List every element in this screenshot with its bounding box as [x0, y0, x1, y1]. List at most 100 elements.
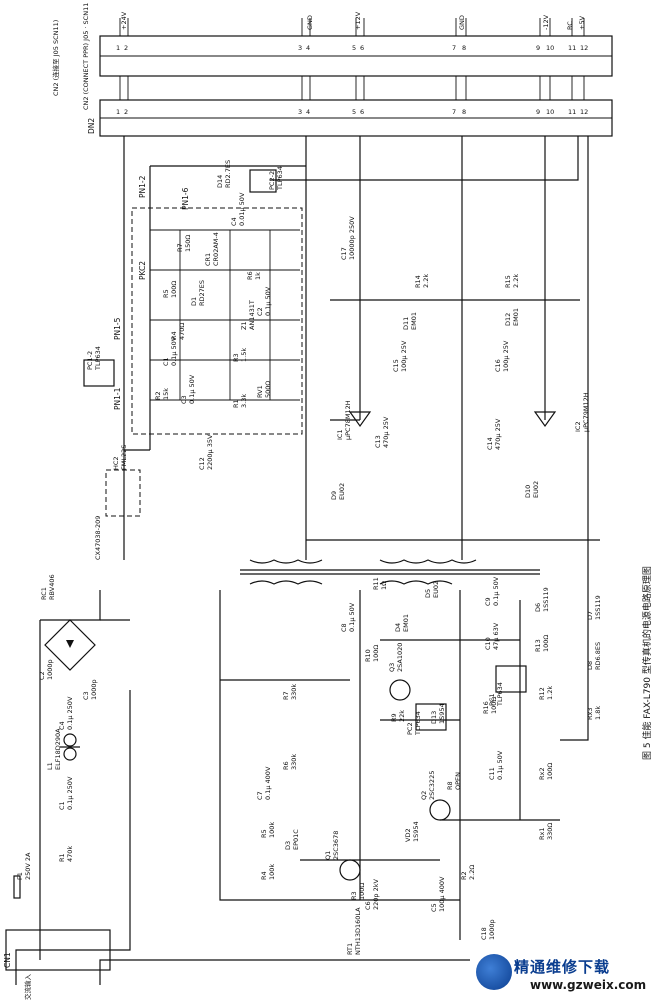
component-ref-r2b: R2 [154, 391, 162, 400]
component-value-c18: 1000p [488, 919, 496, 940]
component-ref-r15: R15 [504, 275, 512, 288]
component-ref-r5: R5 [260, 829, 268, 838]
component-ref-c3: C3 [82, 691, 90, 700]
dn2-pin-2: 2 [124, 108, 128, 116]
component-value-pc1-2: TLP634 [94, 346, 102, 371]
connector-dn2: DN2 [87, 99, 613, 137]
component-value-pc2-2: TLP634 [276, 166, 284, 191]
component-ref-l1: L1 [46, 762, 54, 770]
component-ref-c14: C14 [486, 437, 494, 450]
component-ref-d7: D7 [586, 611, 594, 620]
component-value-c1b: 0.1μ 50V [170, 336, 178, 366]
component-ref-rx3: Rx3 [586, 708, 594, 721]
component-ref-hc2: HC2 [112, 456, 120, 470]
component-value-r2b: 15k [162, 388, 170, 400]
component-value-r10: 100Ω [372, 645, 380, 662]
component-value-r1b: 3.3k [240, 394, 248, 408]
component-ref-r4b: R4 [170, 331, 178, 340]
component-value-d13: 1S954 [438, 703, 446, 724]
component-value-r12: 1.2k [546, 686, 554, 700]
component-ref-c5: C5 [430, 903, 438, 912]
cn2-pin-11: 11 [568, 44, 576, 52]
component-value-rt1: NTH13D160LA [354, 907, 362, 955]
component-ref-d12: D12 [504, 313, 512, 326]
dn2-label: DN2 [87, 118, 96, 134]
component-ref-c8: C8 [340, 623, 348, 632]
component-ref-z1: Z1 [240, 321, 248, 330]
optocoupler-pc1 [495, 665, 527, 693]
component-ref-r2: R2 [460, 871, 468, 880]
component-value-r1: 470k [66, 846, 74, 862]
rail-gnd-2: GND [458, 15, 466, 30]
component-ref-r3b: R3 [232, 353, 240, 362]
component-ref-d10: D10 [524, 485, 532, 498]
pkc2-block: PKC2 PN1-2 PN1-6 PN1-5 PN1-1 [113, 175, 303, 435]
component-value-c13: 470μ 25V [382, 416, 390, 448]
component-value-c10: 47μ 63V [492, 622, 500, 650]
dn2-pin-5: 5 [352, 108, 356, 116]
component-ref-d14: D14 [216, 175, 224, 188]
dn2-pin-3: 3 [298, 108, 302, 116]
connector-wires [119, 18, 585, 100]
component-value-c17: 10000p 250V [348, 216, 356, 260]
component-ref-q2: Q2 [420, 791, 428, 800]
rail-5v: +5V [578, 15, 586, 30]
component-ref-r6b: R6 [246, 271, 254, 280]
component-ref-c3b: C3 [180, 395, 188, 404]
component-ref-r12: R12 [538, 687, 546, 700]
component-ref-d1: D1 [190, 297, 198, 306]
component-ref-c10: C10 [484, 637, 492, 650]
component-value-d14: RD2.7ES [224, 160, 232, 188]
component-value-c11: 0.1μ 50V [496, 750, 504, 780]
component-ref-c2: C2 [38, 671, 46, 680]
regulator-ic2 [533, 411, 557, 428]
component-ref-r3: R3 [350, 891, 358, 900]
component-value-d1: RD27ES [198, 280, 206, 306]
cn2-pin-numbers: 1 2 3 4 5 6 7 8 9 10 11 12 [116, 44, 588, 52]
dn2-pin-9: 9 [536, 108, 540, 116]
component-ref-rx2: Rx2 [538, 768, 546, 781]
component-ref-c18: C18 [480, 927, 488, 940]
component-value-d10: EU02 [532, 481, 540, 498]
rail-12v: +12V [354, 11, 362, 30]
choke-l1 [60, 733, 80, 761]
component-ref-pc2: PC2 [406, 722, 414, 735]
cn2-pin-7: 7 [452, 44, 456, 52]
component-value-d11: EM01 [410, 312, 418, 330]
cn2-pin-2: 2 [124, 44, 128, 52]
dn2-pin-numbers: 1 2 3 4 5 6 7 8 9 10 11 12 [116, 108, 588, 116]
component-value-rx1: 330Ω [546, 823, 554, 840]
component-value-r7: 330k [290, 684, 298, 700]
component-ref-pc1-2: PC1-2 [86, 351, 94, 370]
cn2-pin-4: 4 [306, 44, 310, 52]
component-value-d4: EM01 [402, 614, 410, 632]
component-ref-f1: F1 [16, 872, 24, 880]
dn2-pin-12: 12 [580, 108, 588, 116]
component-value-q1: 2SC3678 [332, 831, 340, 860]
connector-cn1: CN1 交流输入 [3, 929, 111, 1000]
component-value-q3: 2SA1020 [396, 643, 404, 672]
component-value-c16: 100μ 25V [502, 340, 510, 372]
component-ref-c12: C12 [198, 457, 206, 470]
component-value-c7: 0.1μ 400V [264, 766, 272, 800]
bridge-rectifier-rc1 [44, 619, 96, 671]
component-value-c12: 2200μ 35V [206, 434, 214, 470]
component-ref-rv1: RV1 [256, 385, 264, 398]
component-ref-r10: R10 [364, 649, 372, 662]
component-value-ic2: μPC79M12H [582, 392, 590, 432]
component-ref-c15: C15 [392, 359, 400, 372]
component-value-r5b: 100Ω [170, 281, 178, 298]
component-value-vd2: 1S954 [412, 821, 420, 842]
component-ref-c11: C11 [488, 767, 496, 780]
component-value-d7: 1SS119 [594, 595, 602, 620]
dn2-pin-8: 8 [462, 108, 466, 116]
main-wiring [123, 136, 600, 741]
component-value-c6: 220p 2kV [372, 879, 380, 910]
component-ref-r7: R7 [282, 691, 290, 700]
optocoupler-pc2-2 [249, 169, 277, 193]
component-value-r3: 100Ω [358, 883, 366, 900]
rail-rc: RC [566, 21, 574, 30]
